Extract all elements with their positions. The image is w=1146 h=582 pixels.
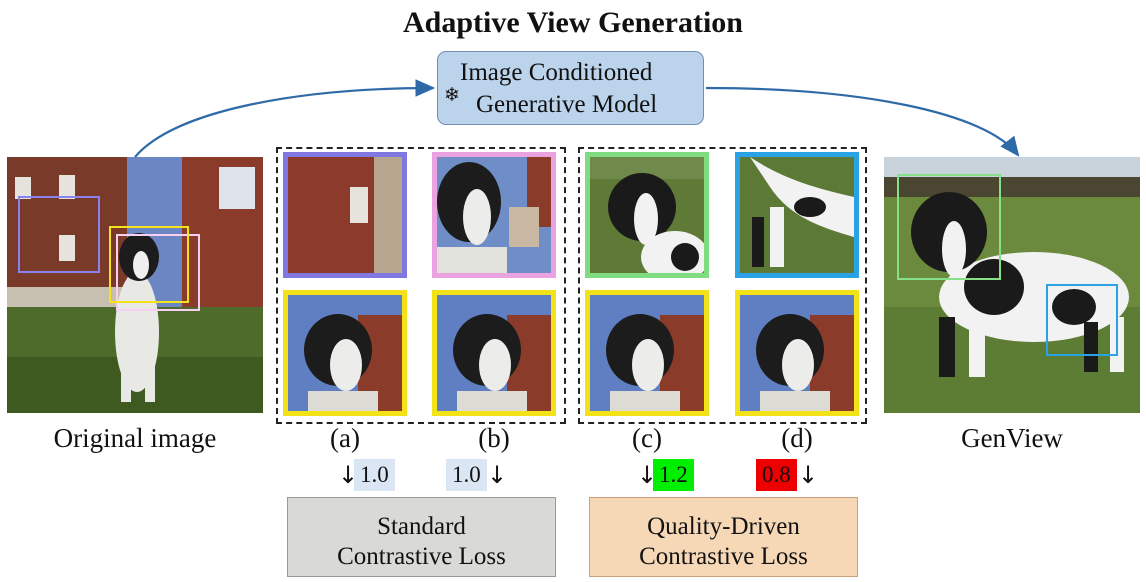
model-label-line1: Image Conditioned	[460, 59, 653, 86]
pair-label-c: (c)	[632, 423, 662, 453]
score-d: 0.8	[756, 459, 797, 491]
pair-label-d: (d)	[781, 423, 813, 453]
view-d-anchor	[735, 290, 859, 416]
snowflake-icon: ❄	[444, 84, 460, 106]
down-arrow-icon: ↓	[637, 461, 658, 489]
original-image-caption: Original image	[53, 423, 217, 453]
view-a-anchor	[283, 290, 407, 416]
standard-views-frame	[276, 147, 566, 424]
original-image	[7, 157, 263, 413]
arrow-to-genview	[705, 86, 1020, 157]
view-d-top	[735, 152, 859, 278]
quality-loss-box: Quality-Driven Contrastive Loss	[589, 497, 858, 577]
standard-loss-line2: Contrastive Loss	[337, 543, 506, 570]
view-c-anchor	[585, 290, 709, 416]
quality-views-frame	[578, 147, 867, 424]
standard-loss-box: Standard Contrastive Loss	[287, 497, 556, 577]
view-c-top	[585, 152, 709, 278]
down-arrow-icon: ↓	[798, 461, 819, 489]
genview-image	[884, 157, 1140, 413]
standard-loss-line1: Standard	[377, 513, 466, 540]
view-b-top	[432, 152, 556, 278]
down-arrow-icon: ↓	[338, 461, 359, 489]
score-c: 1.2	[653, 459, 694, 491]
view-a-top	[283, 152, 407, 278]
genview-caption: GenView	[961, 423, 1063, 453]
quality-loss-line2: Contrastive Loss	[639, 543, 808, 570]
quality-loss-line1: Quality-Driven	[647, 513, 800, 540]
score-b: 1.0	[446, 459, 487, 491]
down-arrow-icon: ↓	[487, 461, 508, 489]
pair-label-a: (a)	[330, 423, 360, 453]
score-a: 1.0	[354, 459, 395, 491]
arrow-to-model	[134, 79, 436, 158]
diagram-title: Adaptive View Generation	[403, 6, 743, 39]
model-label-line2: Generative Model	[476, 91, 658, 118]
generative-model-box: Image Conditioned ❄ Generative Model	[437, 51, 704, 125]
view-b-anchor	[432, 290, 556, 416]
pair-label-b: (b)	[478, 423, 510, 453]
